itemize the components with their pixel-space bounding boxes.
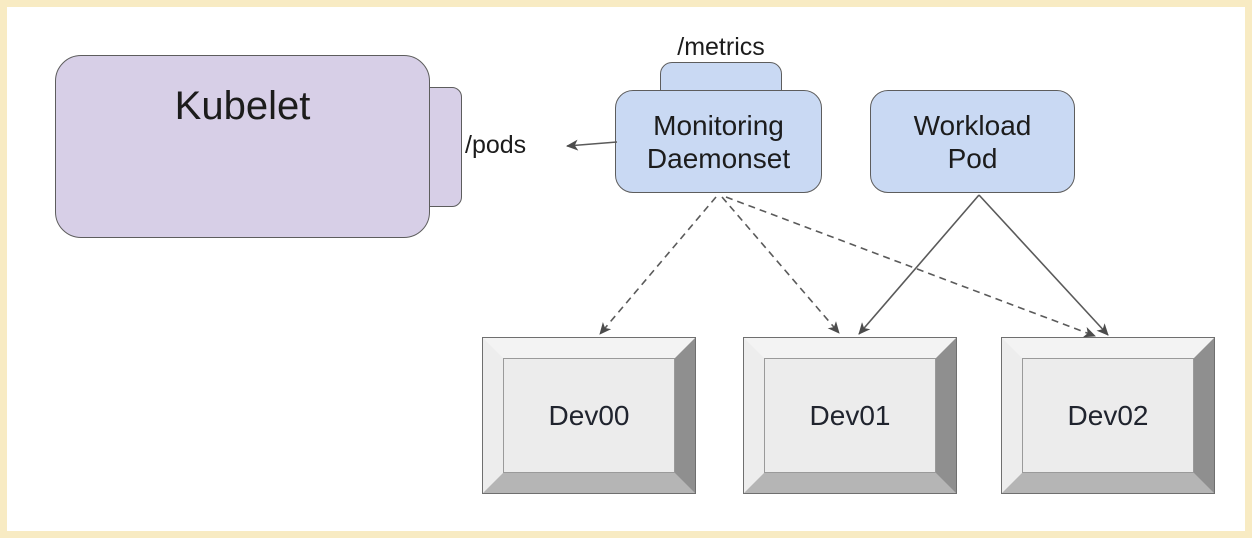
edge-monitoring-to-dev00 [599, 196, 717, 335]
monitoring-daemonset-label: Monitoring Daemonset [646, 109, 791, 174]
device-node-dev00: Dev00 [482, 337, 696, 494]
metrics-endpoint-label: /metrics [677, 33, 765, 61]
kubelet-node: Kubelet [55, 55, 430, 238]
pods-endpoint-label: /pods [465, 131, 527, 159]
device-node-dev02: Dev02 [1001, 337, 1215, 494]
device-label-dev00: Dev00 [548, 399, 630, 431]
workload-pod-label: Workload Pod [913, 109, 1032, 174]
edge-monitoring-to-dev01 [721, 196, 840, 334]
kubelet-label: Kubelet [174, 84, 311, 128]
device-node-dev01: Dev01 [743, 337, 957, 494]
device-label-dev02: Dev02 [1067, 399, 1149, 431]
monitoring-daemonset-node: Monitoring Daemonset [615, 90, 822, 193]
edge-monitoring-to-pods [566, 139, 618, 151]
edge-workload-to-dev02 [978, 194, 1109, 336]
edge-workload-to-dev01 [858, 194, 980, 335]
edge-monitoring-to-dev02 [725, 196, 1096, 338]
device-label-dev01: Dev01 [809, 399, 891, 431]
workload-pod-node: Workload Pod [870, 90, 1075, 193]
